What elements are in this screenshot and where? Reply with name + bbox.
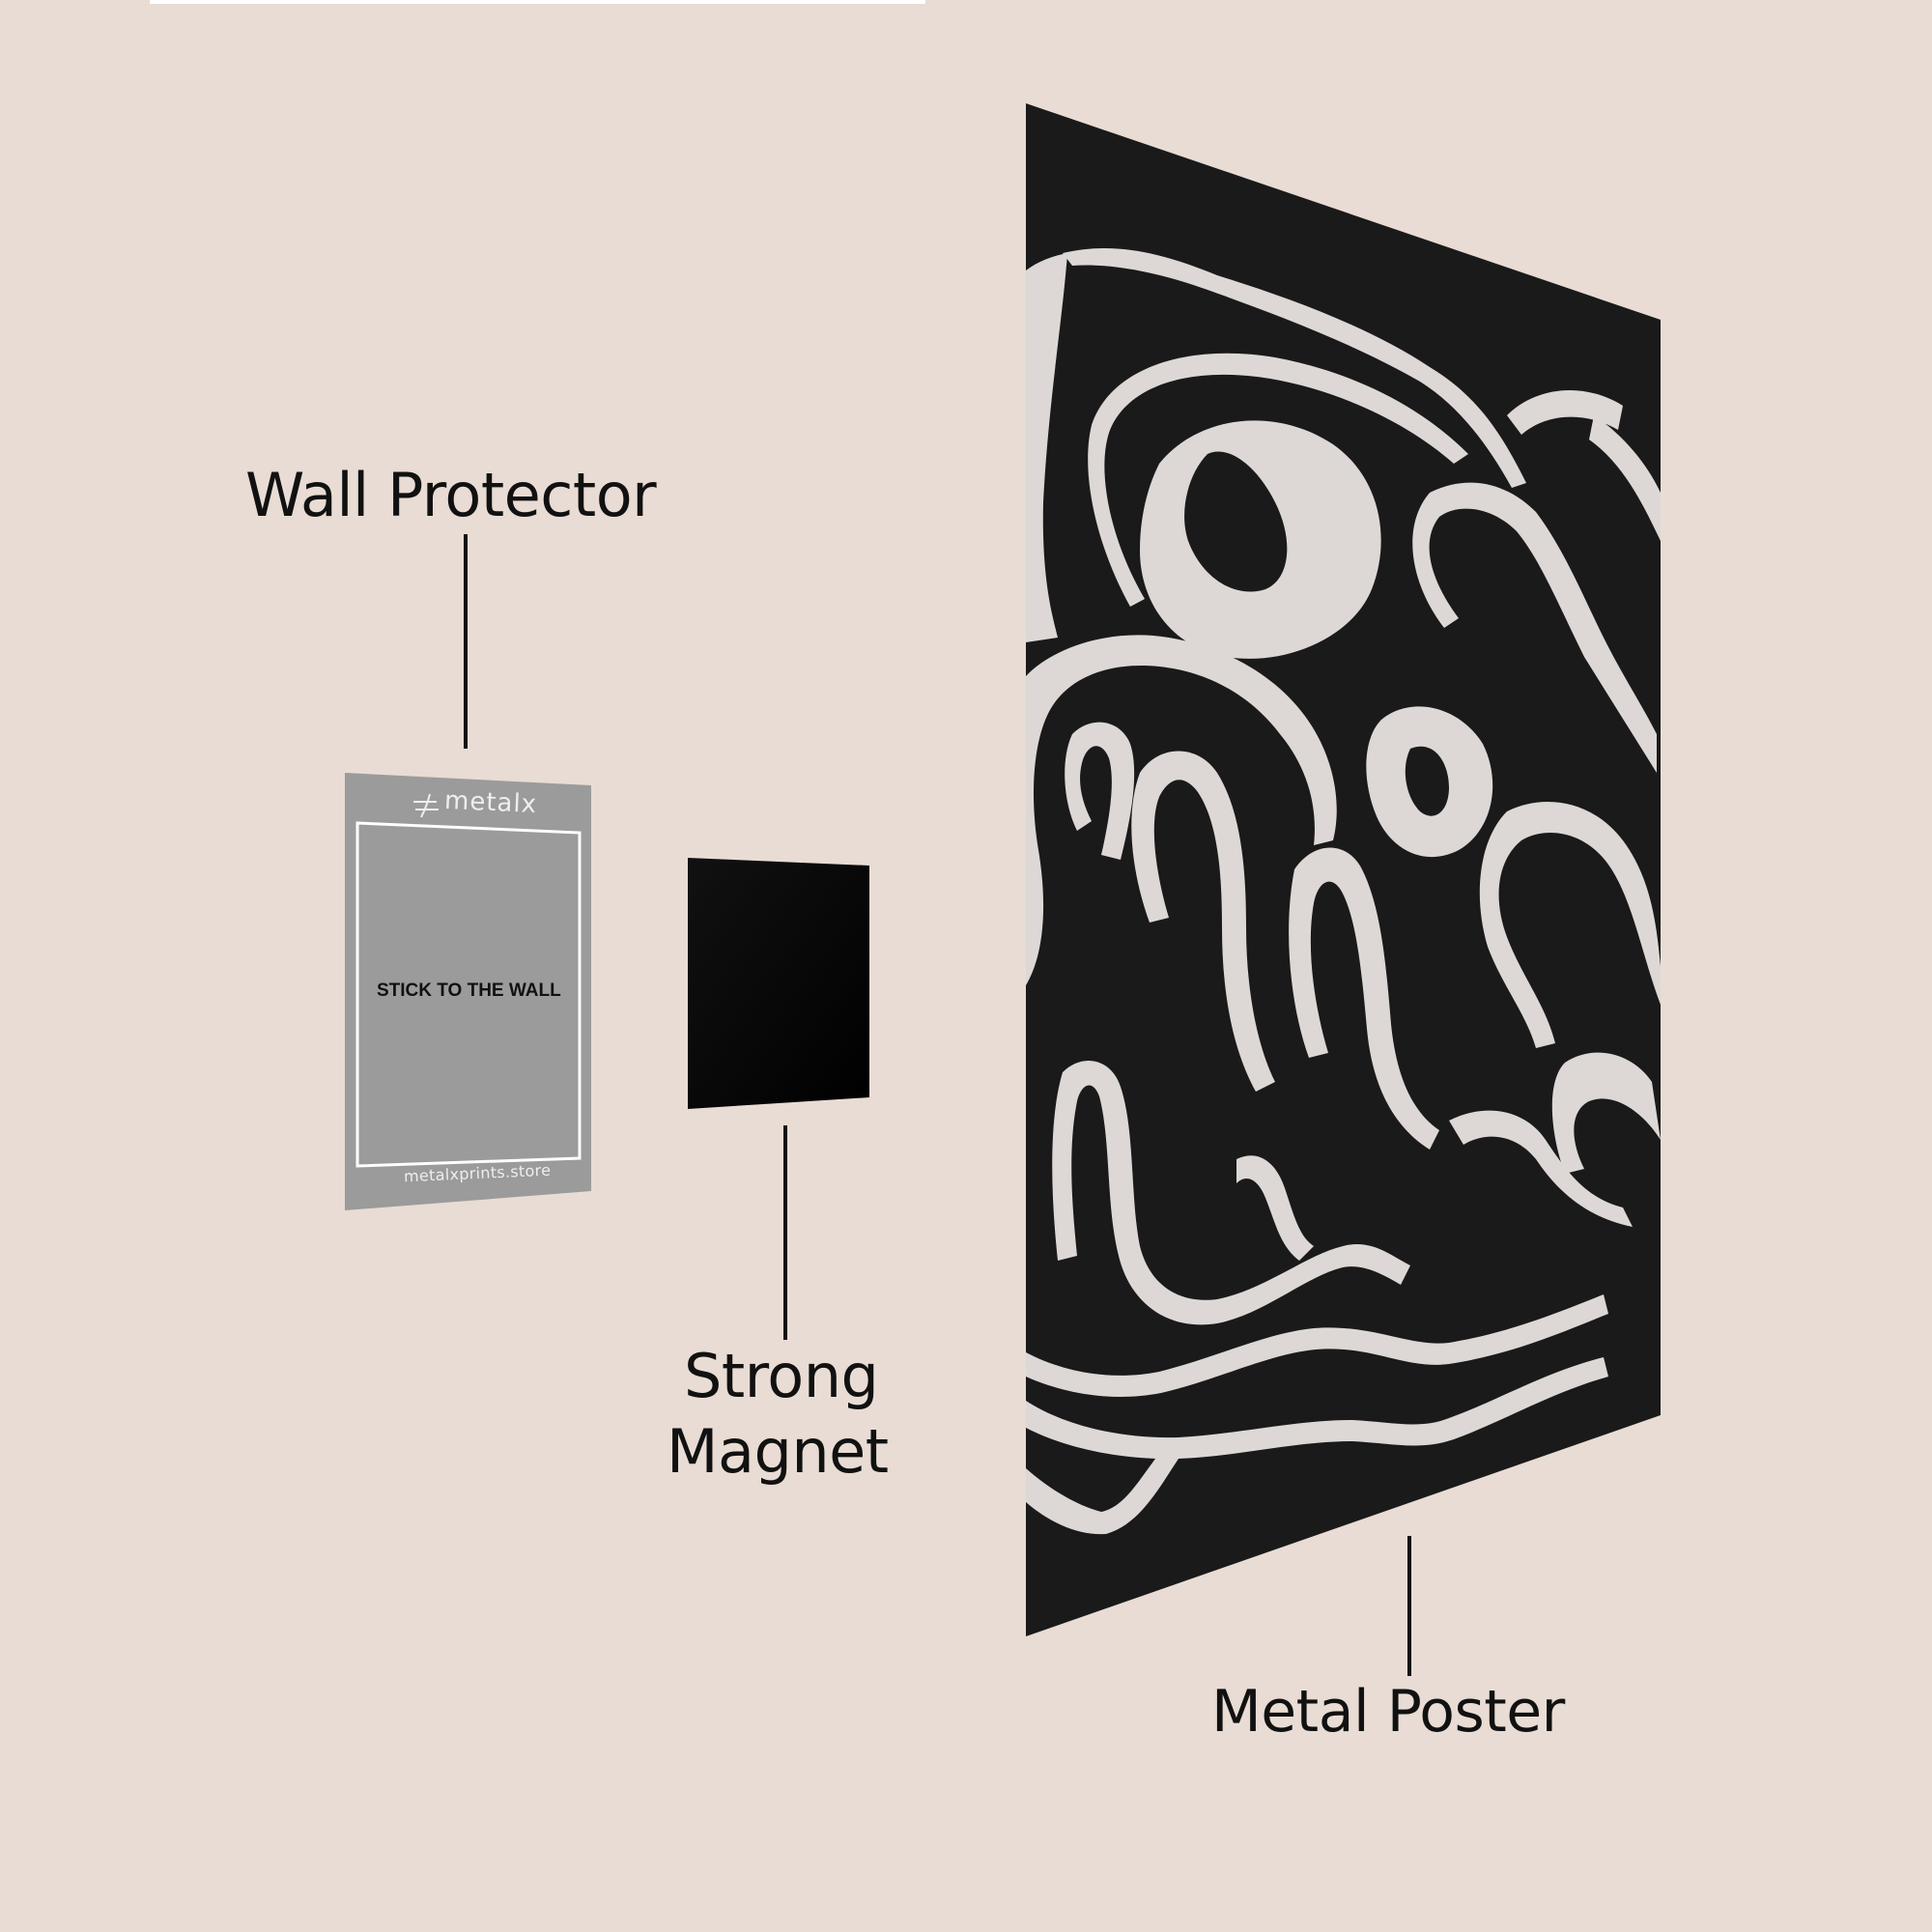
- poster-artwork-swirls: [1026, 247, 1661, 1535]
- top-edge-bar: [150, 0, 925, 4]
- strong-magnet-label-line1: Strong: [684, 1341, 879, 1411]
- metal-poster-label: Metal Poster: [1211, 1678, 1565, 1746]
- strong-magnet-label-line2: Magnet: [667, 1416, 889, 1487]
- wall-protector-card: [345, 773, 591, 1210]
- strong-magnet: [688, 858, 869, 1109]
- metalx-logo-icon: [413, 793, 439, 818]
- wall-protector-sheet: [345, 773, 591, 1210]
- metal-poster: [1026, 103, 1661, 1636]
- stick-to-the-wall-text: STICK TO THE WALL: [377, 980, 561, 1001]
- wall-protector-label: Wall Protector: [245, 460, 657, 530]
- wall-protector-border: [355, 821, 582, 1168]
- metalx-brand-text: metalx: [443, 785, 538, 820]
